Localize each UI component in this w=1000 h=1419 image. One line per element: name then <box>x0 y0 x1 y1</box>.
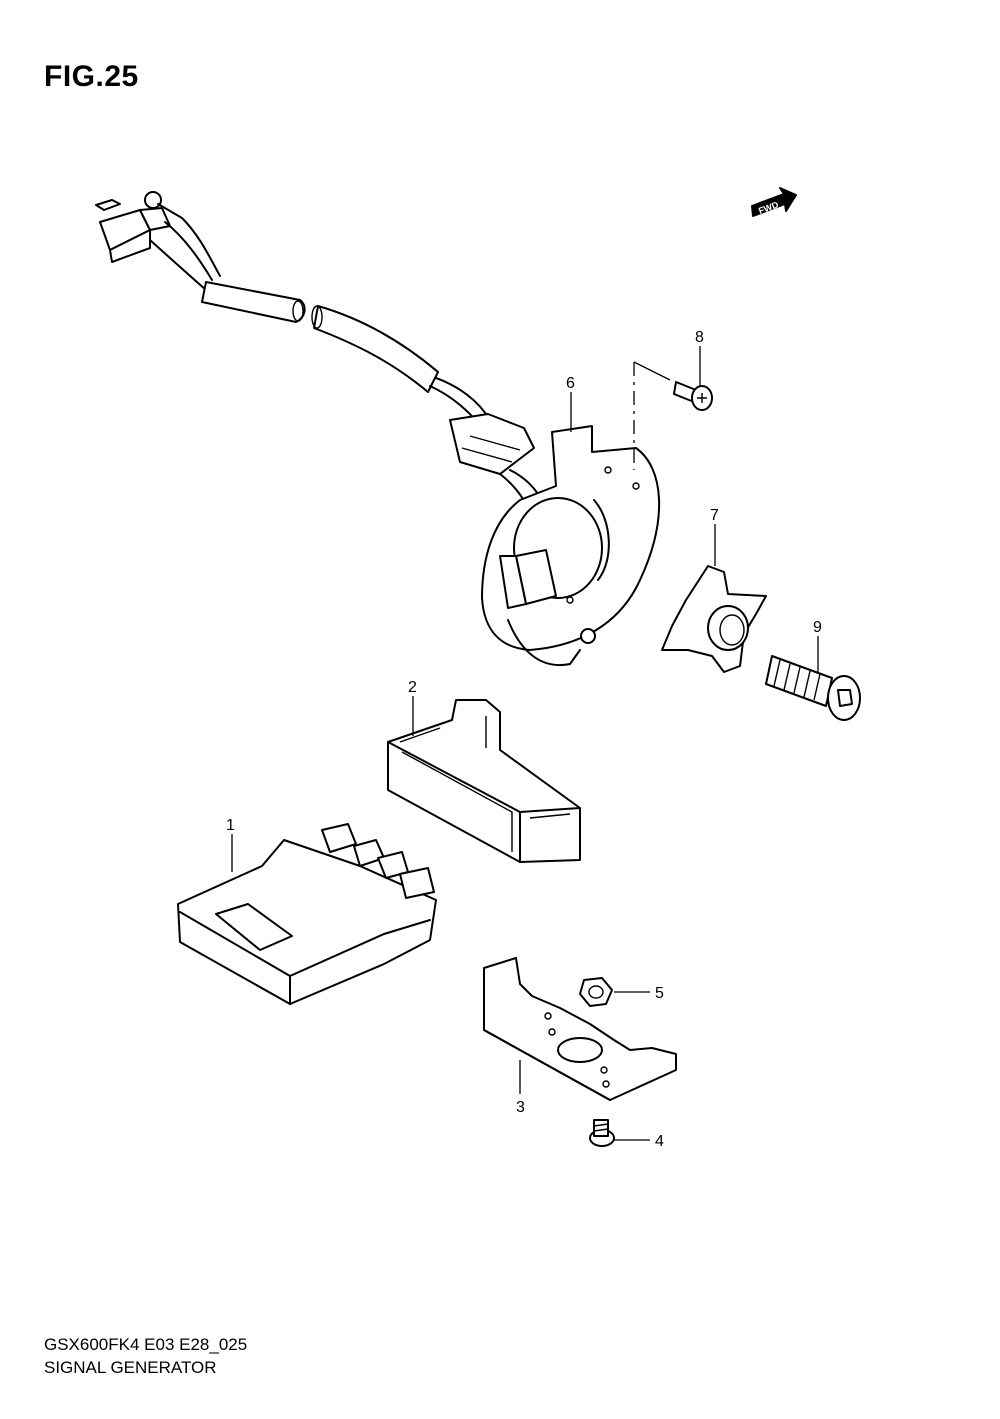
fwd-arrow-icon: FWD <box>751 187 797 217</box>
callout-5: 5 <box>655 985 664 1002</box>
callout-1: 1 <box>226 817 235 834</box>
model-code: GSX600FK4 E03 E28_025 <box>44 1335 248 1354</box>
section-name: SIGNAL GENERATOR <box>44 1358 217 1377</box>
bolt-part-9 <box>765 655 861 721</box>
callout-3: 3 <box>516 1099 525 1116</box>
callout-4: 4 <box>655 1133 664 1150</box>
nut-part-5 <box>579 977 613 1007</box>
callout-2: 2 <box>408 679 417 696</box>
figure-title: FIG.25 <box>44 60 139 93</box>
screw-part-8 <box>673 381 713 411</box>
ecm-unit-part-1 <box>177 823 437 1005</box>
callout-6: 6 <box>566 375 575 392</box>
callout-7: 7 <box>710 507 719 524</box>
callout-8: 8 <box>695 329 704 346</box>
signal-generator-plate <box>481 361 671 667</box>
rotor-part-7 <box>661 565 767 673</box>
wire-harness <box>95 191 546 531</box>
bolt-part-4 <box>589 1119 615 1147</box>
bracket-part-3 <box>483 957 677 1101</box>
callout-9: 9 <box>813 619 822 636</box>
holder-part-2 <box>387 699 581 863</box>
